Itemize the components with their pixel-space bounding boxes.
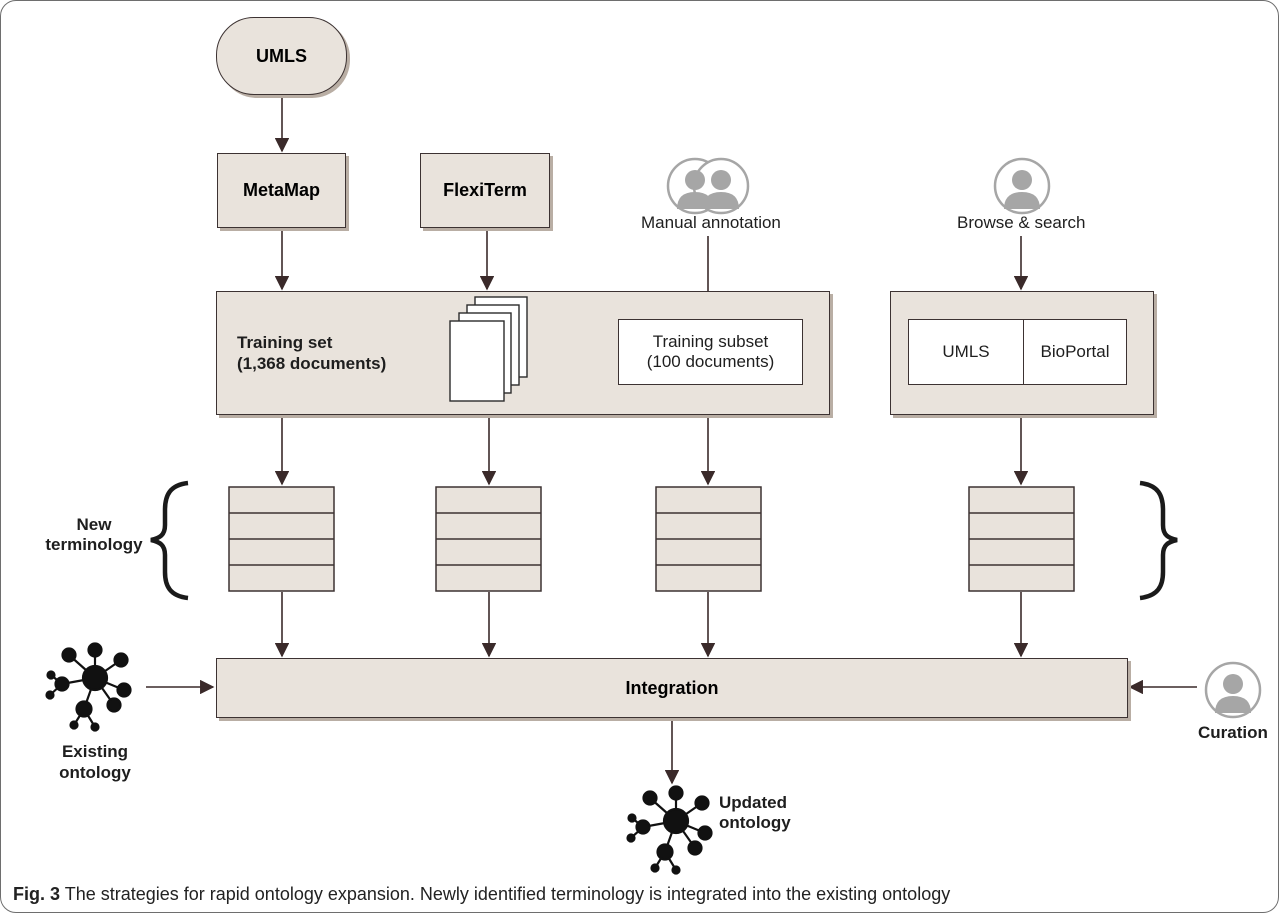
figure-caption-text: The strategies for rapid ontology expans… xyxy=(64,884,951,904)
existing-ontology-line2: ontology xyxy=(59,763,131,782)
training-set-count: (1,368 documents) xyxy=(237,354,387,373)
flexiterm-label: FlexiTerm xyxy=(443,180,527,200)
right-curly-brace xyxy=(1139,480,1178,601)
resources-box: UMLS BioPortal xyxy=(908,319,1127,385)
left-curly-brace xyxy=(150,480,189,601)
term-list-browse xyxy=(968,486,1075,592)
updated-ontology-line1: Updated xyxy=(719,793,787,812)
new-terminology-line1: New xyxy=(76,515,112,534)
resource-umls-label: UMLS xyxy=(942,342,990,361)
existing-ontology-line1: Existing xyxy=(61,742,129,761)
manual-annotation-label: Manual annotation xyxy=(641,213,781,232)
updated-ontology-icon xyxy=(626,785,713,875)
metamap-node: MetaMap xyxy=(217,153,346,228)
existing-ontology-icon xyxy=(45,642,132,732)
training-subset-count: (100 documents) xyxy=(646,352,775,371)
training-set-title: Training set xyxy=(237,333,333,352)
term-list-manual xyxy=(655,486,762,592)
resource-bioportal: BioPortal xyxy=(1024,320,1126,384)
metamap-label: MetaMap xyxy=(242,180,320,200)
updated-ontology-line2: ontology xyxy=(719,813,791,832)
updated-ontology-label: Updated ontology xyxy=(719,793,791,833)
figure-caption-label: Fig. 3 xyxy=(13,884,61,904)
training-subset-title: Training subset xyxy=(652,332,769,351)
integration-label: Integration xyxy=(625,677,719,698)
umls-source-label: UMLS xyxy=(256,45,307,66)
flexiterm-node: FlexiTerm xyxy=(420,153,550,228)
training-subset-box: Training subset (100 documents) xyxy=(618,319,803,385)
resource-bioportal-label: BioPortal xyxy=(1040,342,1110,361)
integration-node: Integration xyxy=(216,658,1128,718)
resource-umls: UMLS xyxy=(909,320,1024,384)
figure-caption: Fig. 3 The strategies for rapid ontology… xyxy=(13,884,950,905)
curation-label: Curation xyxy=(1198,723,1268,742)
umls-source-node: UMLS xyxy=(216,17,347,95)
browse-search-label: Browse & search xyxy=(957,213,1086,232)
new-terminology-line2: terminology xyxy=(45,535,143,554)
new-terminology-label: New terminology xyxy=(40,515,148,555)
existing-ontology-label: Existing ontology xyxy=(40,741,150,783)
term-list-metamap xyxy=(228,486,335,592)
term-list-flexiterm xyxy=(435,486,542,592)
